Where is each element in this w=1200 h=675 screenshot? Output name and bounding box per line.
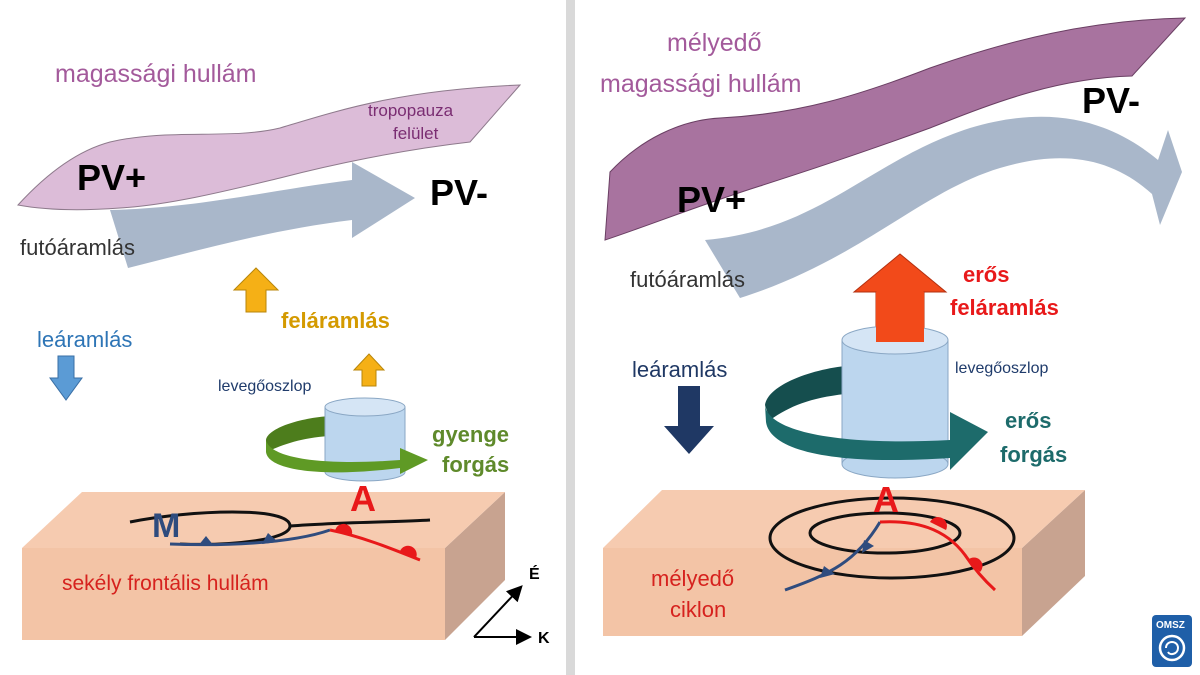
right-rotation-arrow-back: [765, 366, 845, 420]
right-high-marker: A: [873, 479, 899, 520]
left-updraft-arrow-small: [352, 353, 386, 387]
omsz-logo-swirl-icon: [1158, 634, 1186, 662]
left-rotation-arrow-back: [266, 416, 330, 452]
right-rotation-arrow-front: [765, 405, 988, 470]
left-tropopause-label-1: tropopauza: [368, 101, 454, 120]
right-air-column-label: levegőoszlop: [955, 360, 1049, 377]
compass-east-label: K: [538, 630, 550, 647]
panel-divider: [566, 0, 575, 675]
left-panel: magassági hullám tropopauza felület PV+ …: [17, 60, 550, 647]
left-surface-top: [22, 492, 505, 548]
left-updraft-label: feláramlás: [281, 308, 390, 333]
left-title: magassági hullám: [55, 60, 257, 88]
right-cold-front: [784, 521, 882, 592]
compass-north-arrow: [473, 585, 523, 638]
left-isobar-tail: [289, 518, 431, 528]
right-downdraft-label: leáramlás: [632, 357, 727, 382]
right-surface-side-right: [1022, 490, 1085, 636]
right-rotation-label-2: forgás: [1000, 442, 1067, 467]
right-isobar-inner: [808, 511, 962, 555]
right-pv-minus: PV-: [1082, 80, 1140, 121]
left-jet-arrow: [110, 162, 415, 268]
left-low-marker: M: [152, 507, 180, 545]
left-air-column-label: levegőoszlop: [218, 378, 312, 395]
left-surface-label: sekély frontális hullám: [62, 572, 269, 595]
right-updraft-arrow-shaft: [876, 292, 924, 342]
omsz-logo-text: OMSZ: [1156, 620, 1185, 631]
right-warm-front-bump-2: [968, 557, 983, 572]
right-cold-front-triangle-2: [862, 540, 874, 553]
left-pv-plus: PV+: [77, 157, 146, 198]
right-cold-front-triangle-1: [820, 566, 835, 578]
left-tropopause-surface: [17, 84, 522, 211]
left-updraft-arrow-large: [232, 267, 280, 313]
right-title-line-1: mélyedő: [667, 29, 762, 57]
left-warm-front: [329, 528, 421, 562]
right-surface-label-2: ciklon: [670, 597, 726, 622]
right-warm-front: [879, 520, 997, 592]
left-cold-front-triangle-2: [262, 533, 278, 544]
left-cold-front: [169, 528, 331, 547]
left-rotation-label-1: gyenge: [432, 422, 509, 447]
left-jet-label: futóáramlás: [20, 235, 135, 260]
omsz-logo-swirl-inner: [1165, 641, 1180, 656]
left-downdraft-arrow: [49, 355, 83, 401]
right-jet-arrow: [705, 116, 1182, 298]
right-isobar-outer: [768, 496, 1016, 580]
left-warm-front-bump-1: [335, 523, 353, 534]
right-title-line-2: magassági hullám: [600, 70, 802, 98]
left-surface-side-right: [445, 492, 505, 640]
omsz-logo: OMSZ: [1152, 615, 1192, 667]
left-rotation-arrow-front: [266, 440, 428, 474]
right-tropopause-surface: [604, 17, 1187, 241]
left-warm-front-bump-2: [400, 545, 417, 558]
right-pv-plus: PV+: [677, 179, 746, 220]
right-warm-front-bump-1: [930, 517, 947, 530]
left-rotation-label-2: forgás: [442, 452, 509, 477]
left-downdraft-label: leáramlás: [37, 327, 132, 352]
right-panel: mélyedő magassági hullám PV- PV+ futóára…: [600, 17, 1187, 636]
left-high-marker: A: [350, 478, 376, 519]
right-jet-label: futóáramlás: [630, 267, 745, 292]
left-tropopause-label-2: felület: [393, 124, 439, 143]
right-surface-label-1: mélyedő: [651, 566, 734, 591]
left-pv-minus: PV-: [430, 172, 488, 213]
left-cold-front-triangle-1: [198, 536, 214, 546]
compass-north-label: É: [529, 564, 540, 583]
right-downdraft-arrow: [664, 386, 714, 454]
right-surface-side-front: [603, 548, 1022, 636]
left-surface-side-front: [22, 548, 445, 640]
right-updraft-label-2: feláramlás: [950, 295, 1059, 320]
right-updraft-label-1: erős: [963, 262, 1009, 287]
right-rotation-label-1: erős: [1005, 408, 1051, 433]
